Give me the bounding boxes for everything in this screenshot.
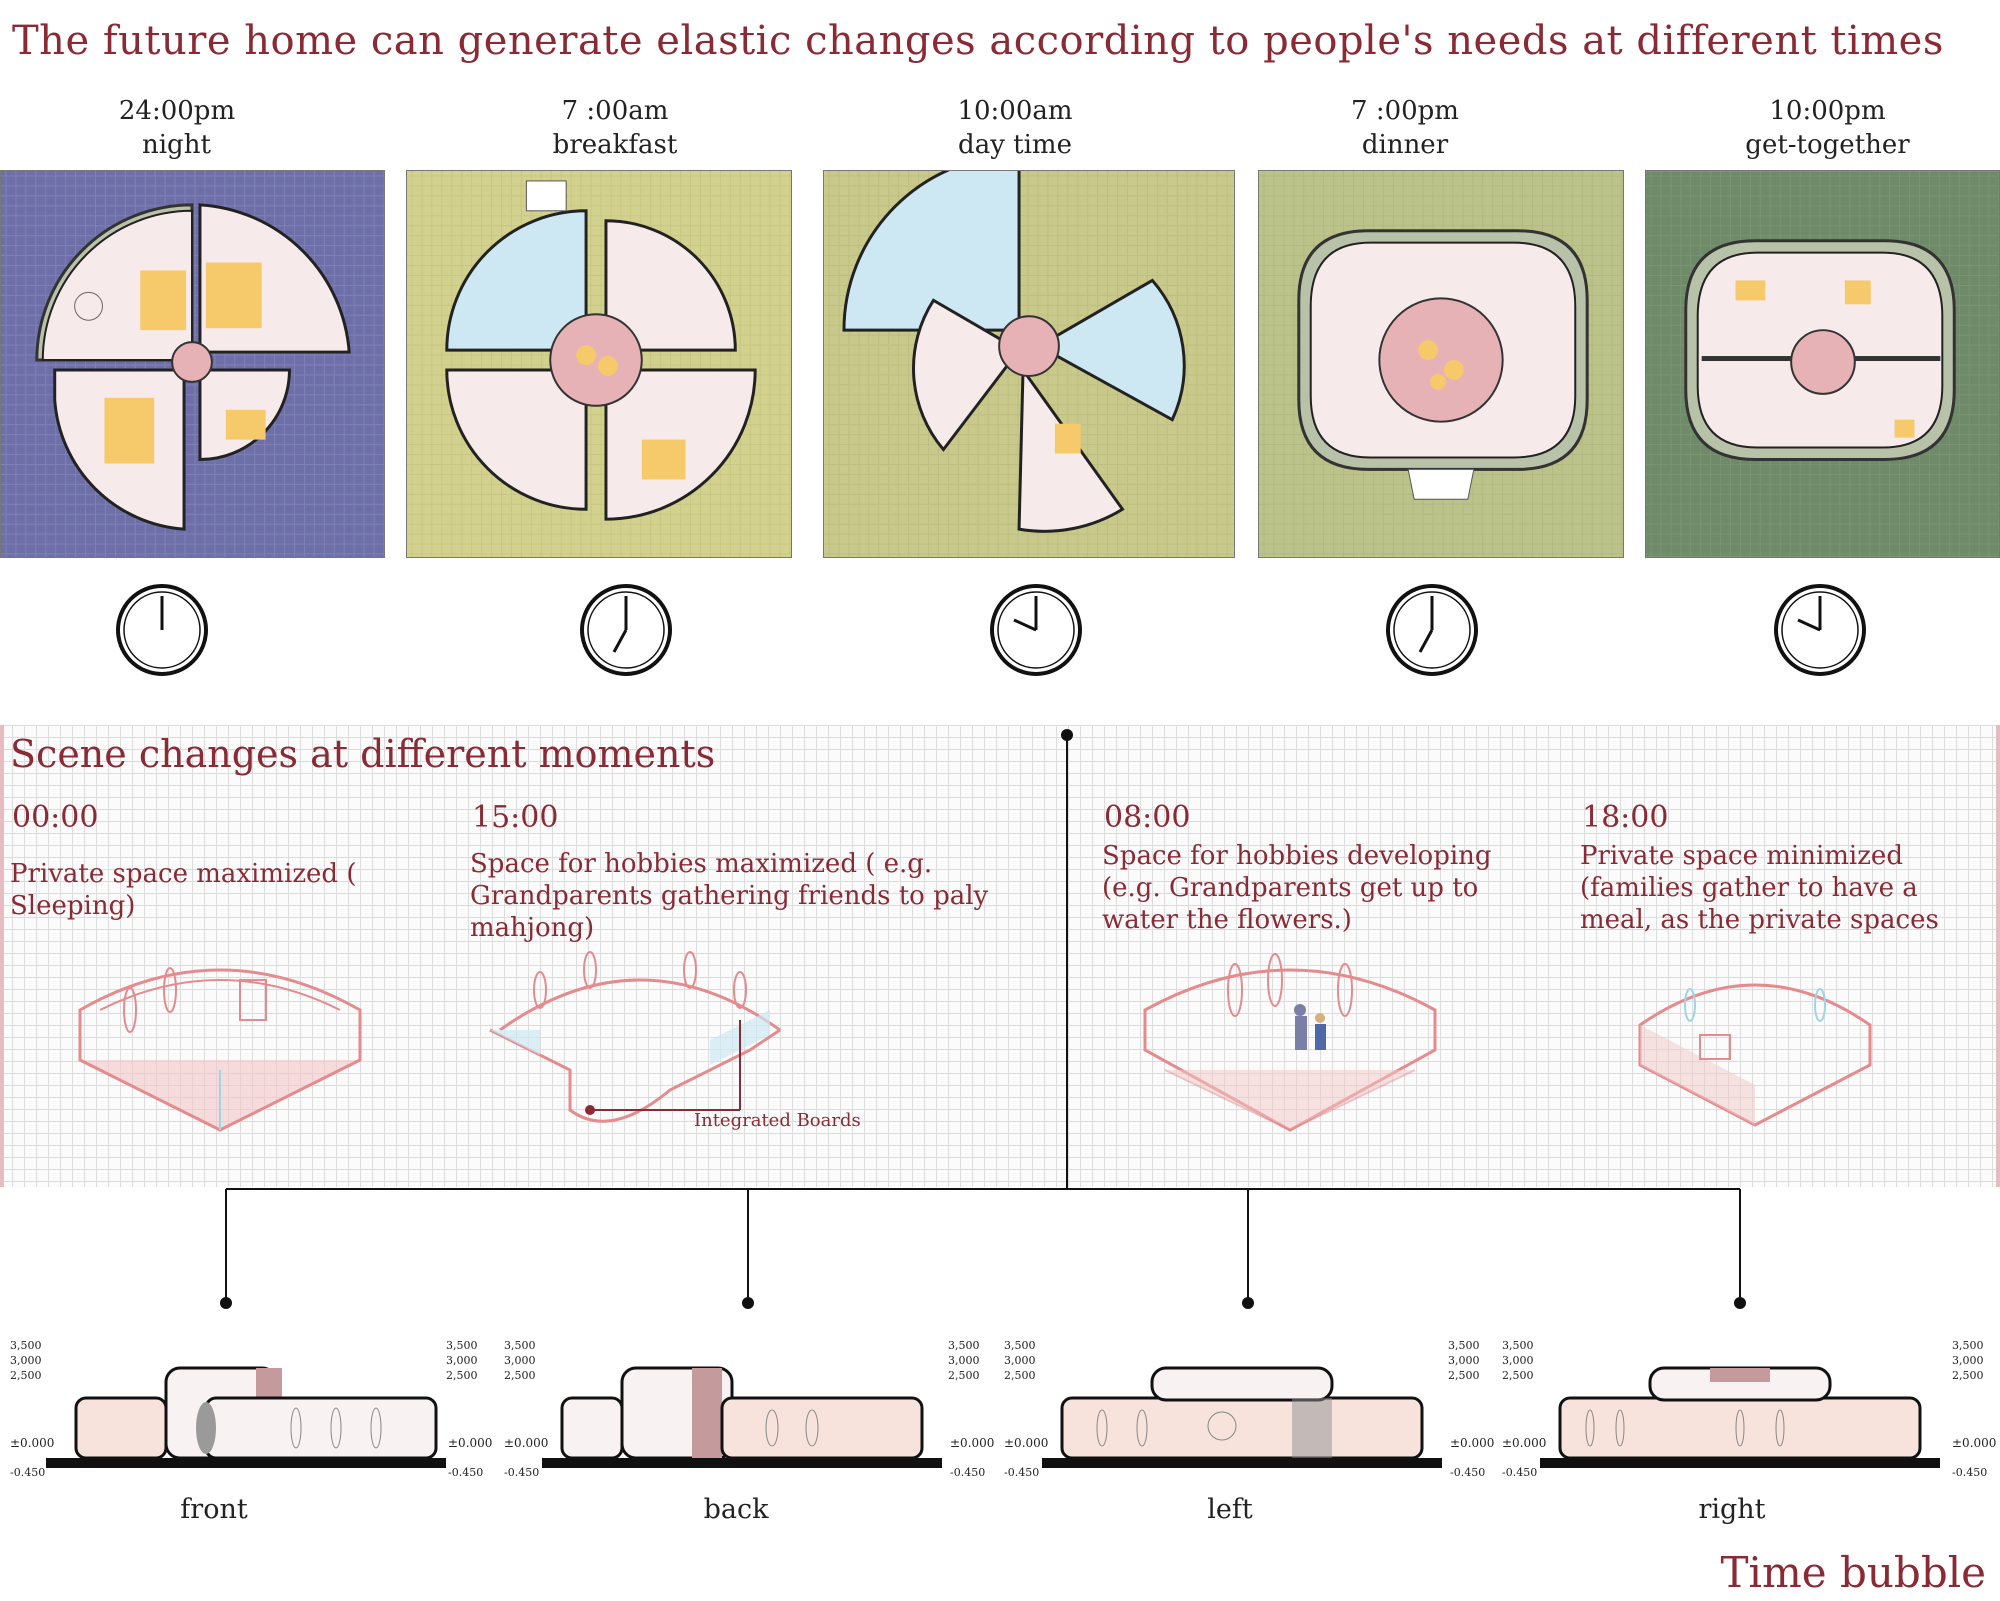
time-label-night: 24:00pm night: [112, 94, 242, 162]
elevation-label-front: front: [180, 1494, 248, 1525]
level-3000: 3,000: [948, 1354, 980, 1367]
floor-plan-dinner: [1258, 170, 1624, 558]
level-marks-right: 3,500 3,000 2,500: [1952, 1338, 1984, 1383]
level-base: -0.450: [950, 1466, 986, 1479]
level-2500: 2,500: [504, 1369, 536, 1382]
level-3000: 3,000: [504, 1354, 536, 1367]
level-2500: 2,500: [1004, 1369, 1036, 1382]
scene-title: Scene changes at different moments: [10, 732, 716, 776]
level-marks: 3,500 3,000 2,500: [10, 1338, 42, 1383]
elevation-label-back: back: [703, 1494, 769, 1525]
time-name: breakfast: [552, 130, 678, 160]
clock-icon-night: [116, 584, 208, 676]
time-name: day time: [958, 130, 1072, 160]
scene-drawing-4: [1638, 983, 1872, 1127]
level-3500: 3,500: [948, 1339, 980, 1352]
elevation-front: 3,500 3,000 2,500 3,500 3,000 2,500 ±0.0…: [6, 1338, 498, 1480]
connector-lines: [220, 729, 1746, 1309]
level-zero: ±0.000: [1502, 1436, 1547, 1450]
scene-drawing-1: [78, 967, 362, 1132]
level-marks: 3,500 3,000 2,500: [1004, 1338, 1036, 1383]
clock-icon-dinner: [1386, 584, 1478, 676]
level-base: -0.450: [1004, 1466, 1040, 1479]
scene-time: 00:00: [12, 800, 99, 835]
level-3000: 3,000: [446, 1354, 478, 1367]
level-marks-right: 3,500 3,000 2,500: [948, 1338, 980, 1383]
floor-plan-gettogether: [1645, 170, 2000, 558]
time-label-gettogether: 10:00pm get-together: [1740, 94, 1915, 162]
scene-time: 15:00: [472, 800, 559, 835]
level-base: -0.450: [504, 1466, 540, 1479]
scene-time: 08:00: [1104, 800, 1191, 835]
scene-desc: Private space minimized (families gather…: [1580, 841, 1939, 940]
scene-desc: Space for hobbies maximized ( e.g. Grand…: [470, 849, 989, 943]
level-3500: 3,500: [1502, 1339, 1534, 1352]
level-2500: 2,500: [446, 1369, 478, 1382]
level-3500: 3,500: [1004, 1339, 1036, 1352]
clock-icon-gettogether: [1774, 584, 1866, 676]
level-3000: 3,000: [1448, 1354, 1480, 1367]
level-marks-right: 3,500 3,000 2,500: [446, 1338, 478, 1383]
level-3500: 3,500: [1448, 1339, 1480, 1352]
elevation-right: 3,500 3,000 2,500 3,500 3,000 2,500 ±0.0…: [1500, 1338, 1997, 1480]
elevation-label-left: left: [1207, 1494, 1253, 1525]
level-3000: 3,000: [10, 1354, 42, 1367]
level-marks: 3,500 3,000 2,500: [1502, 1338, 1534, 1383]
level-marks-right: 3,500 3,000 2,500: [1448, 1338, 1480, 1383]
time-name: night: [142, 130, 211, 160]
level-base: -0.450: [1502, 1466, 1538, 1479]
callout-label: Integrated Boards: [694, 1110, 861, 1131]
time-value: 10:00am: [957, 96, 1073, 126]
level-base: -0.450: [10, 1466, 46, 1479]
level-marks: 3,500 3,000 2,500: [504, 1338, 536, 1383]
floor-plan-breakfast: [406, 170, 792, 558]
brand-title: Time bubble: [1720, 1548, 1986, 1597]
scene-drawing-2: [489, 951, 781, 1123]
time-label-dinner: 7 :00pm dinner: [1340, 94, 1470, 162]
scene-time: 18:00: [1582, 800, 1669, 835]
level-base: -0.450: [1952, 1466, 1988, 1479]
clock-icon-breakfast: [580, 584, 672, 676]
level-zero: ±0.000: [1004, 1436, 1049, 1450]
level-zero: ±0.000: [1952, 1436, 1997, 1450]
scene-desc: Private space maximized ( Sleeping): [10, 859, 357, 921]
level-2500: 2,500: [1448, 1369, 1480, 1382]
level-zero: ±0.000: [504, 1436, 549, 1450]
level-zero: ±0.000: [10, 1436, 55, 1450]
level-3500: 3,500: [10, 1339, 42, 1352]
level-3000: 3,000: [1502, 1354, 1534, 1367]
main-title: The future home can generate elastic cha…: [12, 18, 1944, 64]
level-zero: ±0.000: [1450, 1436, 1495, 1450]
elevation-label-right: right: [1698, 1494, 1766, 1525]
time-name: dinner: [1361, 130, 1449, 160]
time-value: 7 :00pm: [1351, 96, 1459, 126]
time-name: get-together: [1745, 130, 1910, 160]
level-base: -0.450: [448, 1466, 484, 1479]
level-zero: ±0.000: [448, 1436, 493, 1450]
level-3000: 3,000: [1004, 1354, 1036, 1367]
time-label-breakfast: 7 :00am breakfast: [545, 94, 685, 162]
scene-panel: [0, 725, 2000, 1187]
level-zero: ±0.000: [950, 1436, 995, 1450]
level-3500: 3,500: [504, 1339, 536, 1352]
level-3500: 3,500: [446, 1339, 478, 1352]
floor-plan-night: [0, 170, 385, 558]
level-2500: 2,500: [10, 1369, 42, 1382]
level-2500: 2,500: [948, 1369, 980, 1382]
level-2500: 2,500: [1952, 1369, 1984, 1382]
level-3000: 3,000: [1952, 1354, 1984, 1367]
scene-desc: Space for hobbies developing (e.g. Grand…: [1102, 841, 1492, 935]
time-label-daytime: 10:00am day time: [950, 94, 1080, 162]
floor-plan-daytime: [823, 170, 1235, 558]
time-value: 7 :00am: [561, 96, 669, 126]
elevation-left: 3,500 3,000 2,500 3,500 3,000 2,500 ±0.0…: [1002, 1338, 1494, 1480]
elevation-back: 3,500 3,000 2,500 3,500 3,000 2,500 ±0.0…: [502, 1338, 994, 1480]
clock-icon-daytime: [990, 584, 1082, 676]
level-2500: 2,500: [1502, 1369, 1534, 1382]
time-value: 24:00pm: [118, 96, 236, 126]
time-value: 10:00pm: [1769, 96, 1886, 126]
scene-drawing-3: [1143, 953, 1437, 1132]
level-3500: 3,500: [1952, 1339, 1984, 1352]
level-base: -0.450: [1450, 1466, 1486, 1479]
